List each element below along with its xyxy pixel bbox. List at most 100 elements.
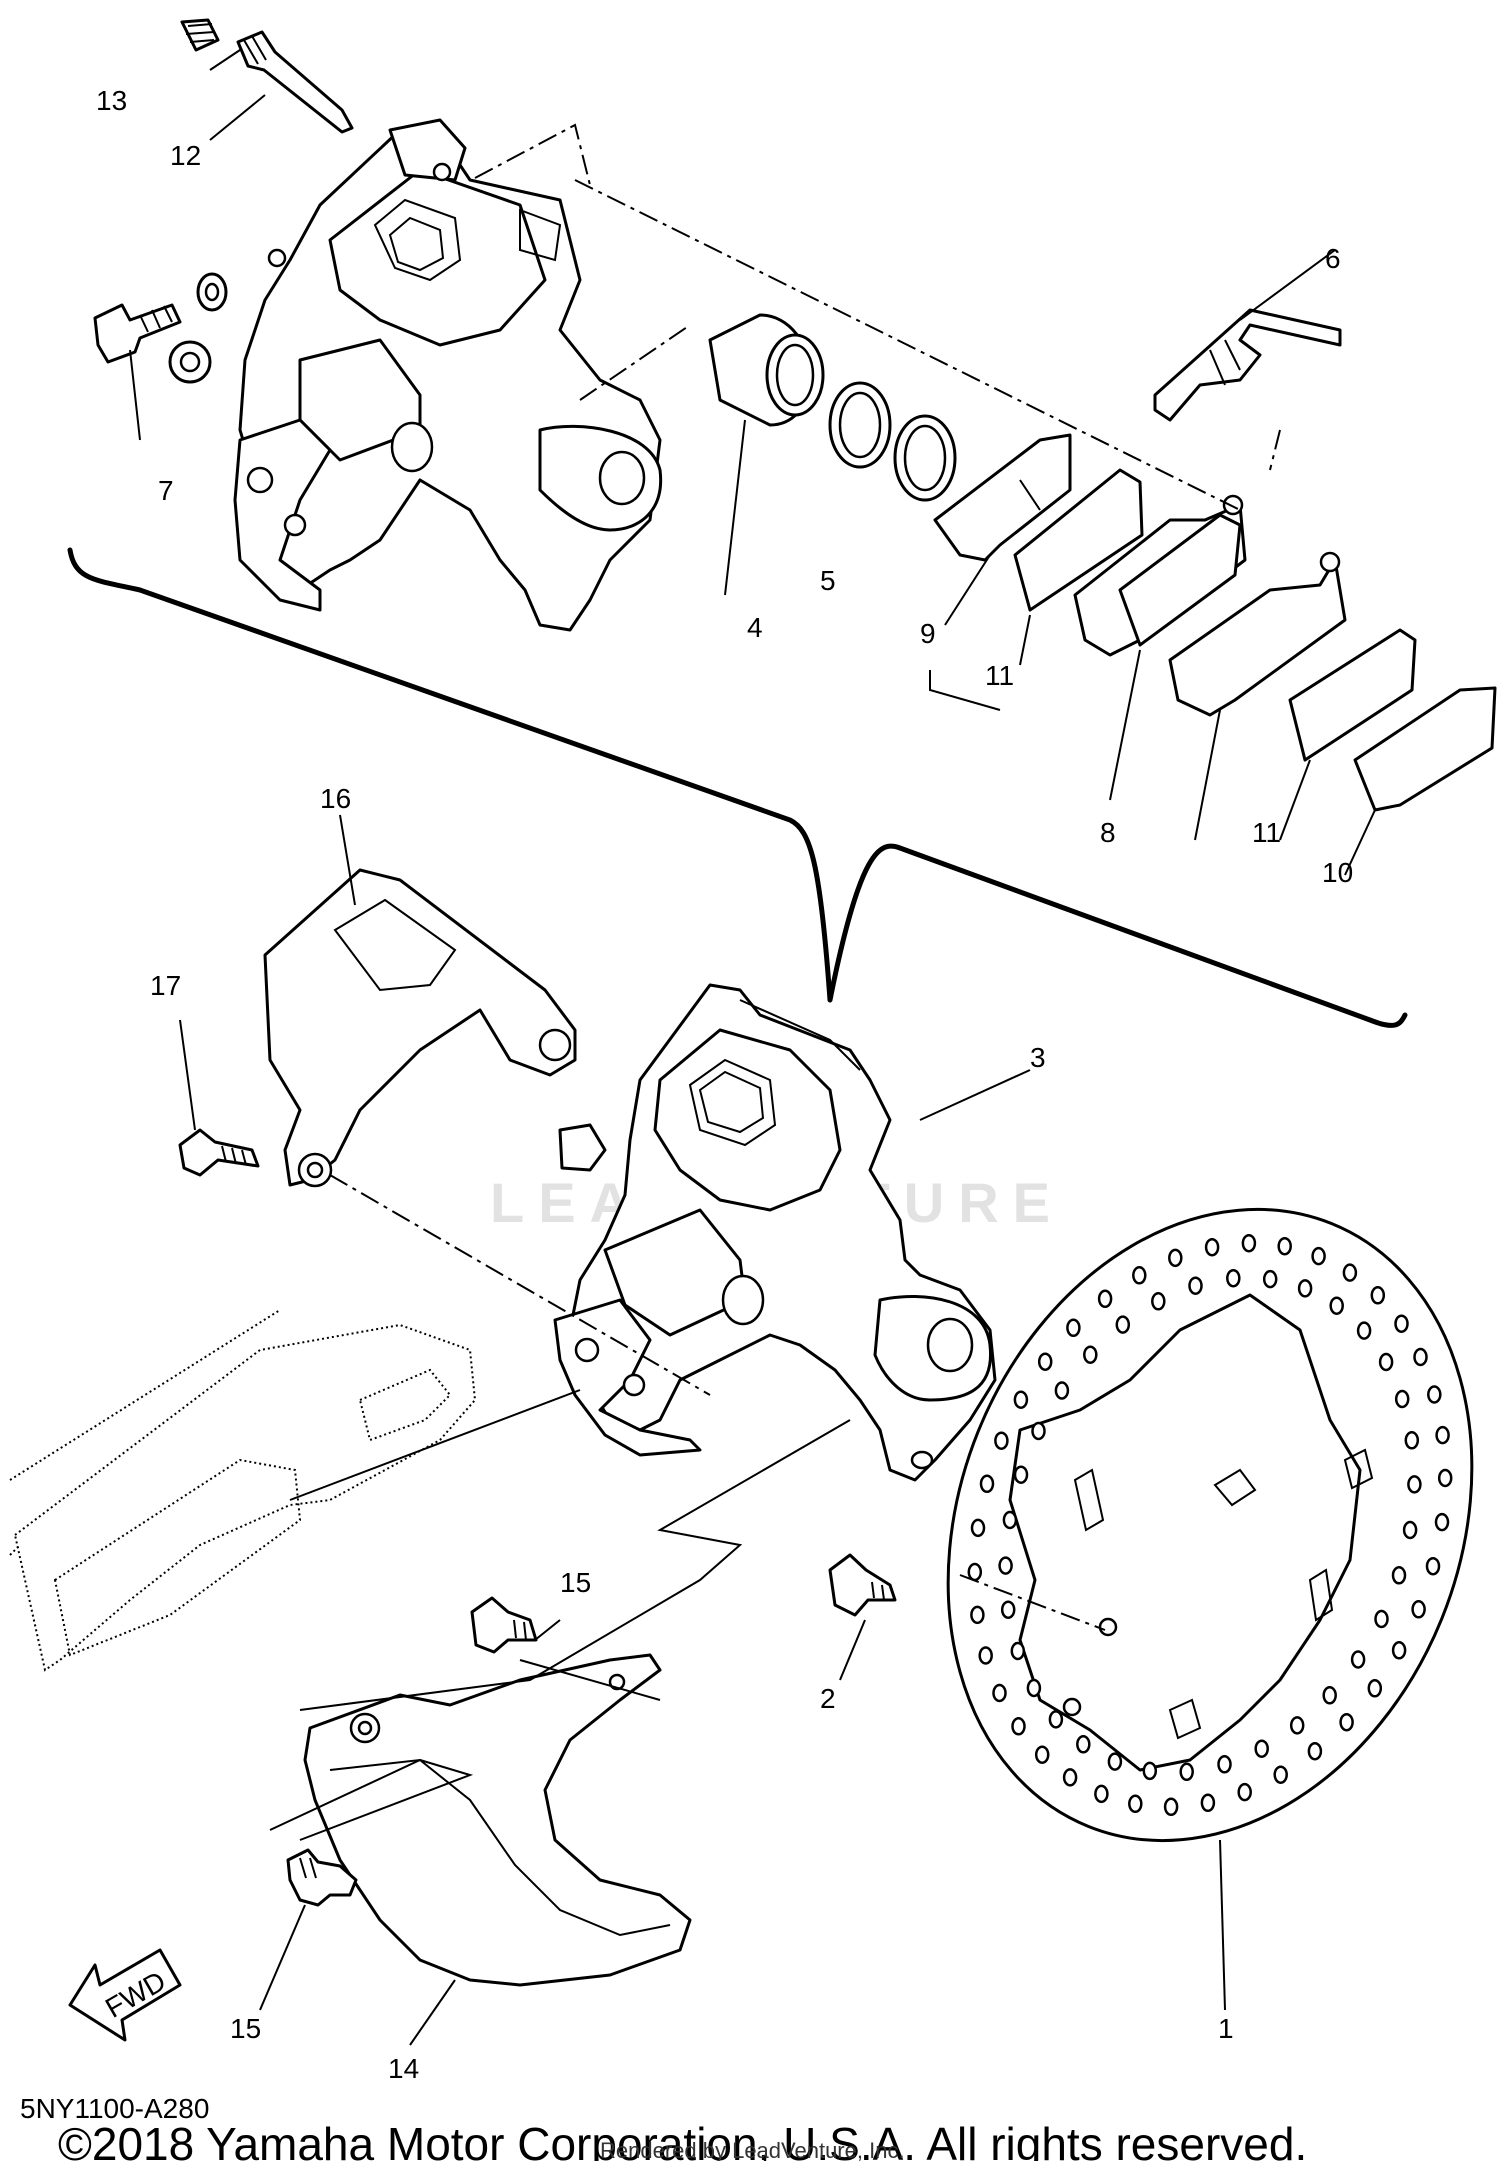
fwd-arrow: FWD — [68, 1948, 182, 2042]
disc-hole — [1402, 1520, 1418, 1540]
disc-hole — [1322, 1686, 1337, 1705]
disc-hole — [1277, 1236, 1292, 1256]
disc-hole — [1097, 1289, 1113, 1309]
disc-hole — [1115, 1315, 1131, 1334]
disc-hole — [1425, 1556, 1441, 1576]
caliper-assembly-3 — [553, 983, 997, 1482]
disc-hole — [1026, 1678, 1042, 1698]
copyright-text: ©2018 Yamaha Motor Corporation, U.S.A. A… — [58, 2118, 1307, 2161]
brake-pad-8-right — [1168, 551, 1347, 717]
callout-3: 3 — [1030, 1042, 1046, 1073]
disc-hole — [1311, 1246, 1326, 1266]
caliper-bracket-16 — [263, 868, 577, 1188]
disc-hole — [1237, 1782, 1252, 1802]
callout-2: 2 — [820, 1683, 836, 1714]
disc-hole — [1262, 1269, 1278, 1289]
disc-hole — [1289, 1716, 1305, 1735]
disc-hole — [1342, 1263, 1358, 1282]
disc-hole — [1339, 1712, 1354, 1732]
disc-hole — [1394, 1389, 1410, 1409]
callout-11-top: 11 — [985, 660, 1014, 691]
disc-hole — [1411, 1600, 1426, 1619]
bolt-17 — [178, 1128, 260, 1177]
disc-hole — [1048, 1710, 1064, 1729]
callout-7: 7 — [158, 475, 174, 506]
pad-pin-12 — [236, 30, 354, 134]
disc-hole — [1010, 1641, 1026, 1661]
callout-4: 4 — [747, 612, 763, 643]
disc-hole — [1391, 1641, 1407, 1660]
callout-14: 14 — [388, 2053, 419, 2084]
callout-9: 9 — [920, 618, 936, 649]
callout-5: 5 — [820, 565, 836, 596]
disc-hole — [1002, 1510, 1018, 1530]
disc-hole — [1013, 1465, 1029, 1484]
callout-17: 17 — [150, 970, 181, 1001]
callout-10: 10 — [1322, 857, 1353, 888]
disc-hole — [1083, 1345, 1098, 1364]
disc-hole — [978, 1646, 993, 1665]
disc-hole — [1427, 1385, 1442, 1404]
callout-12: 12 — [170, 140, 201, 171]
disc-hole — [994, 1431, 1009, 1450]
disc-hole — [1128, 1794, 1143, 1814]
disc-hole — [1254, 1739, 1269, 1758]
disc-hole — [1204, 1237, 1220, 1257]
disc-hole — [967, 1562, 983, 1582]
pad-insulator-11-bottom — [1288, 628, 1417, 762]
disc-hole — [1297, 1279, 1313, 1298]
disc-hole — [1329, 1296, 1344, 1315]
diagram-code: 5NY1100-A280 — [20, 2093, 209, 2124]
pad-spring-6 — [1153, 308, 1342, 422]
callout-8: 8 — [1100, 817, 1116, 848]
callout-1: 1 — [1218, 2013, 1234, 2044]
disc-hole — [1356, 1321, 1372, 1340]
disc-hole — [1307, 1741, 1323, 1761]
disc-hole — [1031, 1421, 1046, 1441]
disc-bolt-2 — [828, 1553, 897, 1617]
disc-hole — [970, 1605, 985, 1625]
disc-hole — [1168, 1248, 1183, 1268]
disc-hole — [1367, 1679, 1383, 1698]
callout-11-bottom: 11 — [1252, 817, 1281, 848]
shim-9 — [933, 433, 1072, 562]
disc-hole — [1200, 1793, 1216, 1813]
disc-hole — [1037, 1352, 1053, 1371]
disc-hole — [1407, 1475, 1422, 1494]
guard-bolt-15-lower — [286, 1848, 358, 1907]
callout-15-upper: 15 — [560, 1567, 591, 1598]
disc-hole — [1378, 1352, 1394, 1372]
disc-hole — [1054, 1381, 1070, 1400]
disc-hole — [1217, 1755, 1232, 1774]
guard-bolt-15-upper — [470, 1596, 538, 1654]
disc-hole — [1013, 1390, 1029, 1409]
disc-hole — [1413, 1347, 1428, 1367]
leader-lines-top — [129, 49, 1376, 876]
disc-hole — [1034, 1745, 1050, 1764]
disc-hole — [1142, 1761, 1158, 1781]
callout-15-lower: 15 — [230, 2013, 261, 2044]
disc-hole — [998, 1556, 1013, 1575]
piston-seals-5 — [828, 381, 957, 502]
disc-hole — [1434, 1512, 1450, 1532]
swingarm-phantom — [9, 1309, 477, 1672]
disc-guard-14 — [303, 1653, 692, 1987]
callout-16: 16 — [320, 783, 351, 814]
disc-hole — [1062, 1768, 1078, 1787]
disc-hole — [1350, 1650, 1366, 1669]
disc-hole — [979, 1474, 995, 1494]
disc-hole — [1000, 1600, 1016, 1619]
piston-4 — [708, 313, 825, 427]
disc-hole — [970, 1518, 986, 1538]
disc-hole — [1188, 1276, 1203, 1295]
disc-hole — [1011, 1717, 1026, 1736]
disc-hole — [992, 1683, 1007, 1703]
disc-hole — [1226, 1268, 1241, 1288]
callout-labels: 13 12 6 7 5 4 9 11 8 11 10 16 17 3 15 2 … — [96, 85, 1353, 2084]
disc-hole — [1094, 1784, 1109, 1804]
caliper-exploded-view — [233, 118, 663, 632]
disc-hole — [1132, 1266, 1147, 1285]
disc-hole — [1374, 1609, 1389, 1629]
bleed-screw-7 — [93, 272, 228, 384]
disc-hole — [1151, 1292, 1166, 1311]
